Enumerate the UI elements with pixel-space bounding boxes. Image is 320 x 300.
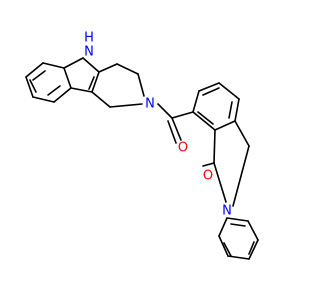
bond-line [226,217,249,222]
bond-line [98,63,118,73]
bond-line [197,111,214,125]
bond-line [88,76,95,90]
bond-line [63,67,72,89]
bond-line [32,70,46,81]
bond-line [234,98,240,122]
bond-line [192,111,216,131]
bond-line [198,82,220,92]
bond-line [25,76,34,98]
indole-nh-h-label: H [84,31,94,46]
indole-nh-n-label: N [84,45,94,60]
bond-line [25,62,44,78]
bond-line [47,85,61,96]
bond-line [232,145,250,207]
bond-line [202,87,220,96]
bond-line [248,239,259,260]
bond-line [218,235,229,257]
bond-line [214,120,236,131]
molecule-structure: N H N O O N [25,31,259,260]
bond-line [91,91,111,108]
bond-line [171,117,182,141]
bond-line [228,101,233,119]
bond-line [218,82,240,100]
bond-line [213,129,216,164]
bond-line [213,162,227,203]
piperidine-n-label: N [145,97,155,112]
bond-line [202,162,215,167]
bond-line [230,223,246,227]
lactam-o-label: O [203,169,213,184]
carbonyl-o-label: O [178,141,188,156]
bond-line [192,90,200,113]
bond-line [70,87,93,93]
bond-line [167,120,177,144]
bond-line [32,96,55,103]
bond-line [157,103,173,119]
bond-line [218,217,228,237]
lactam-n-label: N [222,204,232,219]
bond-lines [25,57,259,260]
bond-line [29,79,37,93]
bond-line [109,103,143,108]
bond-line [116,63,139,75]
bond-line [63,57,84,69]
bond-line [171,111,194,119]
bond-line [223,242,232,257]
bond-line [248,241,255,255]
bond-line [247,220,259,241]
bond-line [53,87,72,103]
atom-labels: N H N O O N [84,31,232,219]
bond-line [234,120,250,147]
bond-line [91,71,100,93]
bond-line [42,62,65,69]
bond-line [137,73,145,97]
bond-line [82,57,100,73]
